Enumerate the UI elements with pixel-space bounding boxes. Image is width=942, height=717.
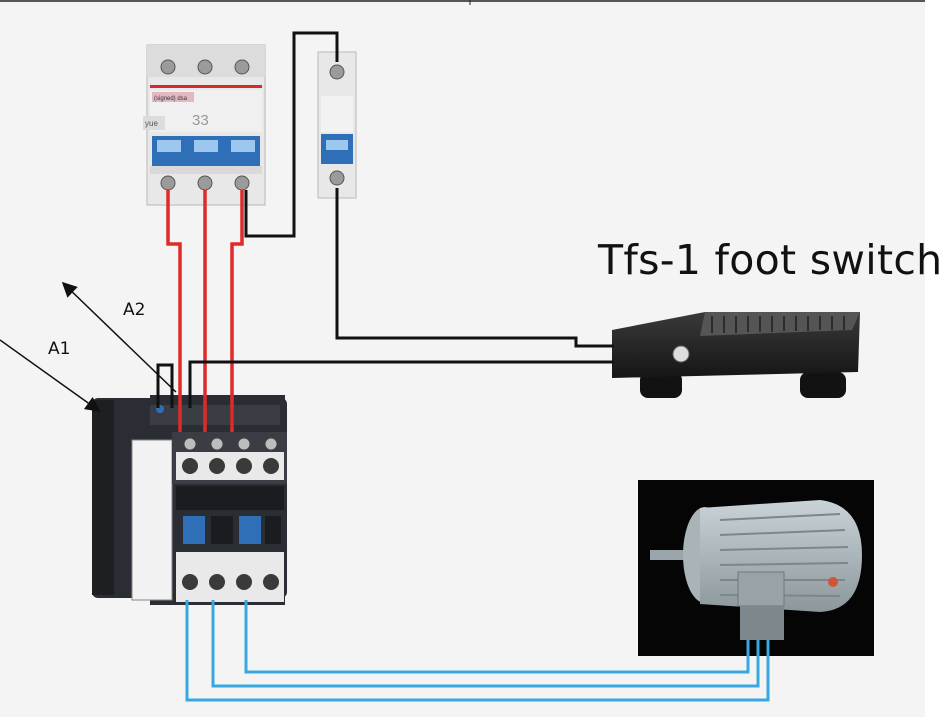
motor-wires <box>185 600 770 702</box>
label-a2: A2 <box>123 300 146 320</box>
label-a1: A1 <box>48 339 71 359</box>
three-pole-breaker <box>143 44 266 206</box>
contactor <box>92 395 287 605</box>
arrow-a1 <box>0 339 101 412</box>
single-pole-breaker <box>317 51 357 199</box>
breaker-tag-1-text: (signed) dsa <box>154 96 188 102</box>
arrow-a2 <box>61 281 177 393</box>
breaker-tag-1 <box>152 92 194 102</box>
diagram-title: Tfs-1 foot switch <box>598 236 942 284</box>
foot-switch-pedal <box>612 312 860 398</box>
phase-wires <box>166 190 244 432</box>
motor-photo <box>638 480 874 656</box>
control-wires <box>156 31 614 408</box>
breaker-number: 33 <box>192 112 209 129</box>
breaker-tag-2-text: yue <box>145 119 158 128</box>
breaker-tag-2 <box>143 116 165 130</box>
